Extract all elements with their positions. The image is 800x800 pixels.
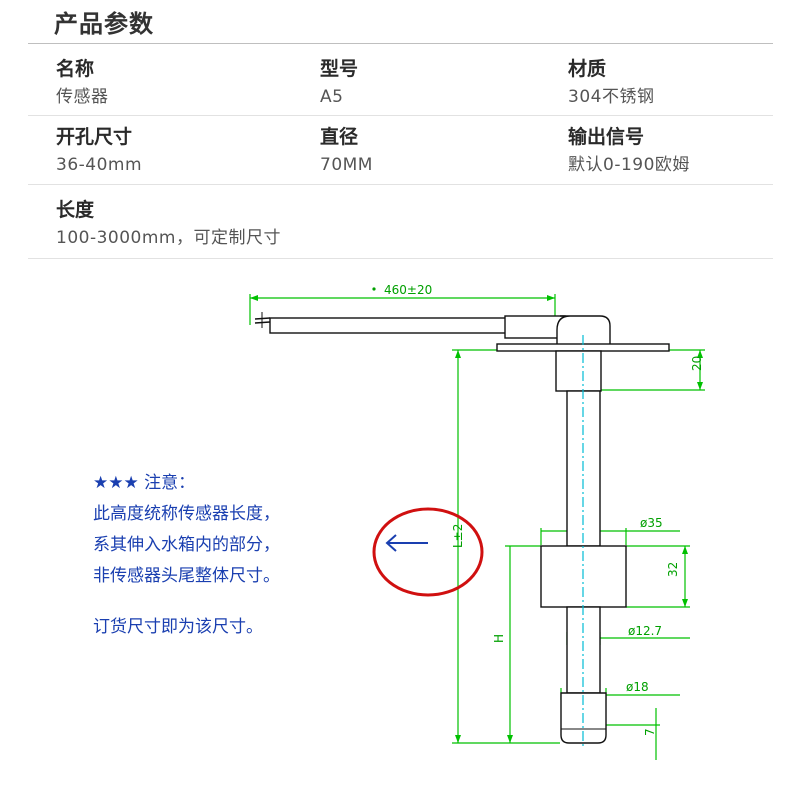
arrowheads: [250, 295, 703, 743]
spec-output-label: 输出信号: [568, 126, 645, 148]
sensor-drawing: 460±20 20 L±2 ø35 32 H ø12.7 ø18 7: [249, 283, 705, 760]
dim-float-position: H: [492, 634, 506, 643]
dim-float-height: 32: [666, 562, 680, 577]
dim-tip-diameter: ø18: [626, 680, 649, 694]
callout-circle: [372, 507, 484, 597]
dim-rod-diameter: ø12.7: [628, 624, 662, 638]
cable-gland: [504, 315, 566, 339]
spec-material-value: 304不锈钢: [568, 87, 655, 107]
length-note: ★★★ 注意： 此高度统称传感器长度， 系其伸入水箱内的部分， 非传感器头尾整体…: [93, 468, 363, 643]
dim-float-diameter: ø35: [640, 516, 663, 530]
spec-hole: 开孔尺寸 36-40mm: [56, 125, 142, 176]
spec-name-value: 传感器: [56, 87, 109, 107]
spec-hole-label: 开孔尺寸: [56, 126, 133, 148]
spec-model-label: 型号: [320, 58, 359, 80]
spec-diameter-label: 直径: [320, 126, 359, 148]
spec-model: 型号 A5: [320, 57, 358, 108]
dim-cable: 460±20: [384, 283, 432, 297]
spec-material: 材质 304不锈钢: [568, 57, 654, 108]
dim-flange-height: 20: [690, 356, 704, 371]
spec-name: 名称 传感器: [56, 57, 109, 108]
spec-output-value: 默认0-190欧姆: [568, 155, 690, 175]
spec-material-label: 材质: [568, 58, 607, 80]
spec-output: 输出信号 默认0-190欧姆: [568, 125, 690, 176]
note-line: 非传感器头尾整体尺寸。: [93, 566, 280, 586]
dim-tip-height: 7: [643, 728, 657, 736]
dimension-labels: 460±20 20 L±2 ø35 32 H ø12.7 ø18 7: [372, 283, 704, 736]
title-divider: [28, 43, 773, 44]
dim-length: L±2: [451, 524, 465, 548]
callout-arrow-icon: [385, 534, 428, 552]
spec-name-label: 名称: [56, 58, 95, 80]
row-divider: [28, 184, 773, 185]
sensor-body: [555, 350, 602, 392]
section-title: 产品参数: [54, 10, 154, 38]
spec-hole-value: 36-40mm: [56, 155, 143, 175]
spec-length-value: 100-3000mm，可定制尺寸: [56, 228, 281, 248]
note-line: 订货尺寸即为该尺寸。: [93, 617, 263, 637]
row-divider: [28, 258, 773, 259]
note-line: 此高度统称传感器长度，: [93, 504, 280, 524]
note-line: 系其伸入水箱内的部分，: [93, 535, 280, 555]
spec-length: 长度 100-3000mm，可定制尺寸: [56, 198, 281, 249]
note-heading: ★★★ 注意：: [93, 473, 196, 493]
spec-model-value: A5: [320, 87, 344, 107]
cable: [269, 317, 509, 334]
row-divider: [28, 115, 773, 116]
spec-diameter-value: 70MM: [320, 155, 373, 175]
spec-diameter: 直径 70MM: [320, 125, 373, 176]
spec-length-label: 长度: [56, 199, 95, 221]
